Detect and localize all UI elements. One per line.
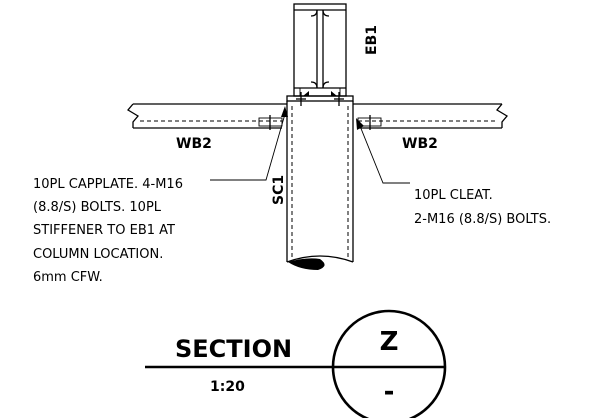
right-note: 10PL CLEAT. 2-M16 (8.8/S) BOLTS. (414, 188, 551, 227)
left-note-line-1: 10PL CAPPLATE. 4-M16 (33, 177, 183, 192)
wb2-right-beam (353, 103, 508, 130)
left-note: 10PL CAPPLATE. 4-M16 (8.8/S) BOLTS. 10PL… (33, 177, 183, 285)
sc1-label: SC1 (271, 175, 287, 205)
cap-plate (286, 95, 354, 102)
section-title-block: SECTION 1:20 Z - (145, 309, 447, 418)
right-note-line-2: 2-M16 (8.8/S) BOLTS. (414, 212, 551, 227)
section-mark: Z (380, 327, 399, 357)
section-scale: 1:20 (210, 379, 245, 395)
wb2-right-label: WB2 (402, 136, 438, 152)
right-note-leader (359, 125, 410, 184)
wb2-left-beam (127, 103, 287, 130)
wb2-left-label: WB2 (176, 136, 212, 152)
eb1-beam (293, 3, 347, 97)
left-note-leader (210, 113, 286, 181)
cap-plate-bolts (296, 92, 344, 106)
left-note-line-4: COLUMN LOCATION. (33, 247, 163, 262)
left-note-line-5: 6mm CFW. (33, 270, 103, 285)
right-note-line-1: 10PL CLEAT. (414, 188, 493, 203)
section-title: SECTION (175, 335, 292, 363)
left-note-line-3: STIFFENER TO EB1 AT (33, 223, 175, 238)
section-sheet: - (384, 377, 395, 407)
sc1-column (286, 101, 354, 270)
left-note-line-2: (8.8/S) BOLTS. 10PL (33, 200, 162, 215)
eb1-label: EB1 (364, 25, 380, 55)
